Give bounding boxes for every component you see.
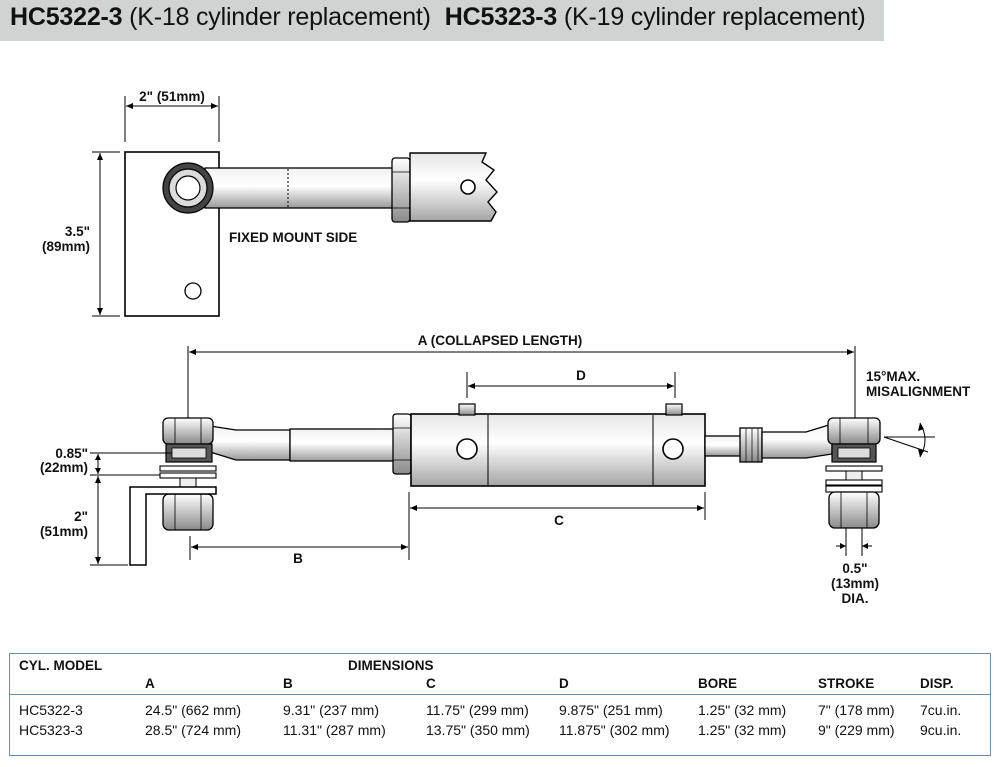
row-disp: 9cu.in. [920,722,962,738]
title-bar [0,0,884,41]
row-b: 11.31" (287 mm) [283,722,386,738]
offset-dimension-mm-label: (22mm) [40,460,88,475]
offset-dimension-label: 0.85" [55,446,88,461]
dia-dimension-mm-label: (13mm) [831,576,879,591]
row-b: 9.31" (237 mm) [283,702,380,718]
dimensions-header: DIMENSIONS [348,658,434,673]
b-dimension-label: B [293,551,303,566]
dia-word-label: DIA. [842,591,869,606]
model-2-description: (K-19 cylinder replacement) [563,3,866,31]
front-view: A (COLLAPSED LENGTH) D [40,333,971,606]
model-column-header: CYL. MODEL [19,658,103,673]
row-d: 11.875" (302 mm) [559,722,670,738]
dia-dimension-label: 0.5" [842,561,867,576]
page-title: HC5322-3 (K-18 cylinder replacement) HC53… [10,3,866,32]
bracket-dimension-label: 2" [74,509,88,524]
row-a: 28.5" (724 mm) [145,722,242,738]
width-dimension-label: 2" (51mm) [139,89,205,104]
misalignment-label-2: MISALIGNMENT [866,384,971,399]
row-disp: 7cu.in. [920,702,962,718]
table-header-divider [10,694,990,695]
row-stroke: 9" (229 mm) [818,722,895,738]
fixed-mount-view: 2" (51mm) 3.5" (89mm) FIXED MOUNT SIDE [42,89,498,317]
fixed-mount-label: FIXED MOUNT SIDE [229,230,357,245]
row-model: HC5322-3 [19,702,83,718]
height-dimension-label: 3.5" [65,224,90,239]
row-c: 11.75" (299 mm) [426,702,529,718]
d-dimension-label: D [576,368,586,383]
model-2-title: HC5323-3 [444,3,558,31]
column-header-a: A [145,676,155,691]
row-stroke: 7" (178 mm) [818,702,895,718]
specifications-table: CYL. MODEL DIMENSIONS A B C D BORE STROK… [9,653,991,756]
column-header-stroke: STROKE [818,676,875,691]
misalignment-label-1: 15°MAX. [866,369,920,384]
height-dimension-mm-label: (89mm) [42,239,90,254]
row-bore: 1.25" (32 mm) [698,722,787,738]
bracket-dimension-mm-label: (51mm) [40,524,88,539]
column-header-d: D [559,676,569,691]
column-header-bore: BORE [698,676,738,691]
model-1-description: (K-18 cylinder replacement) [129,3,431,31]
row-model: HC5323-3 [19,722,83,738]
c-dimension-label: C [554,513,564,528]
column-header-c: C [426,676,436,691]
row-a: 24.5" (662 mm) [145,702,242,718]
column-header-disp: DISP. [920,676,954,691]
collapsed-length-label: A (COLLAPSED LENGTH) [418,333,583,348]
row-d: 9.875" (251 mm) [559,702,663,718]
cylinder-diagram: 2" (51mm) 3.5" (89mm) FIXED MOUNT SIDE [40,89,971,606]
row-c: 13.75" (350 mm) [426,722,530,738]
model-1-title: HC5322-3 [10,3,123,31]
row-bore: 1.25" (32 mm) [698,702,787,718]
column-header-b: B [283,676,293,691]
